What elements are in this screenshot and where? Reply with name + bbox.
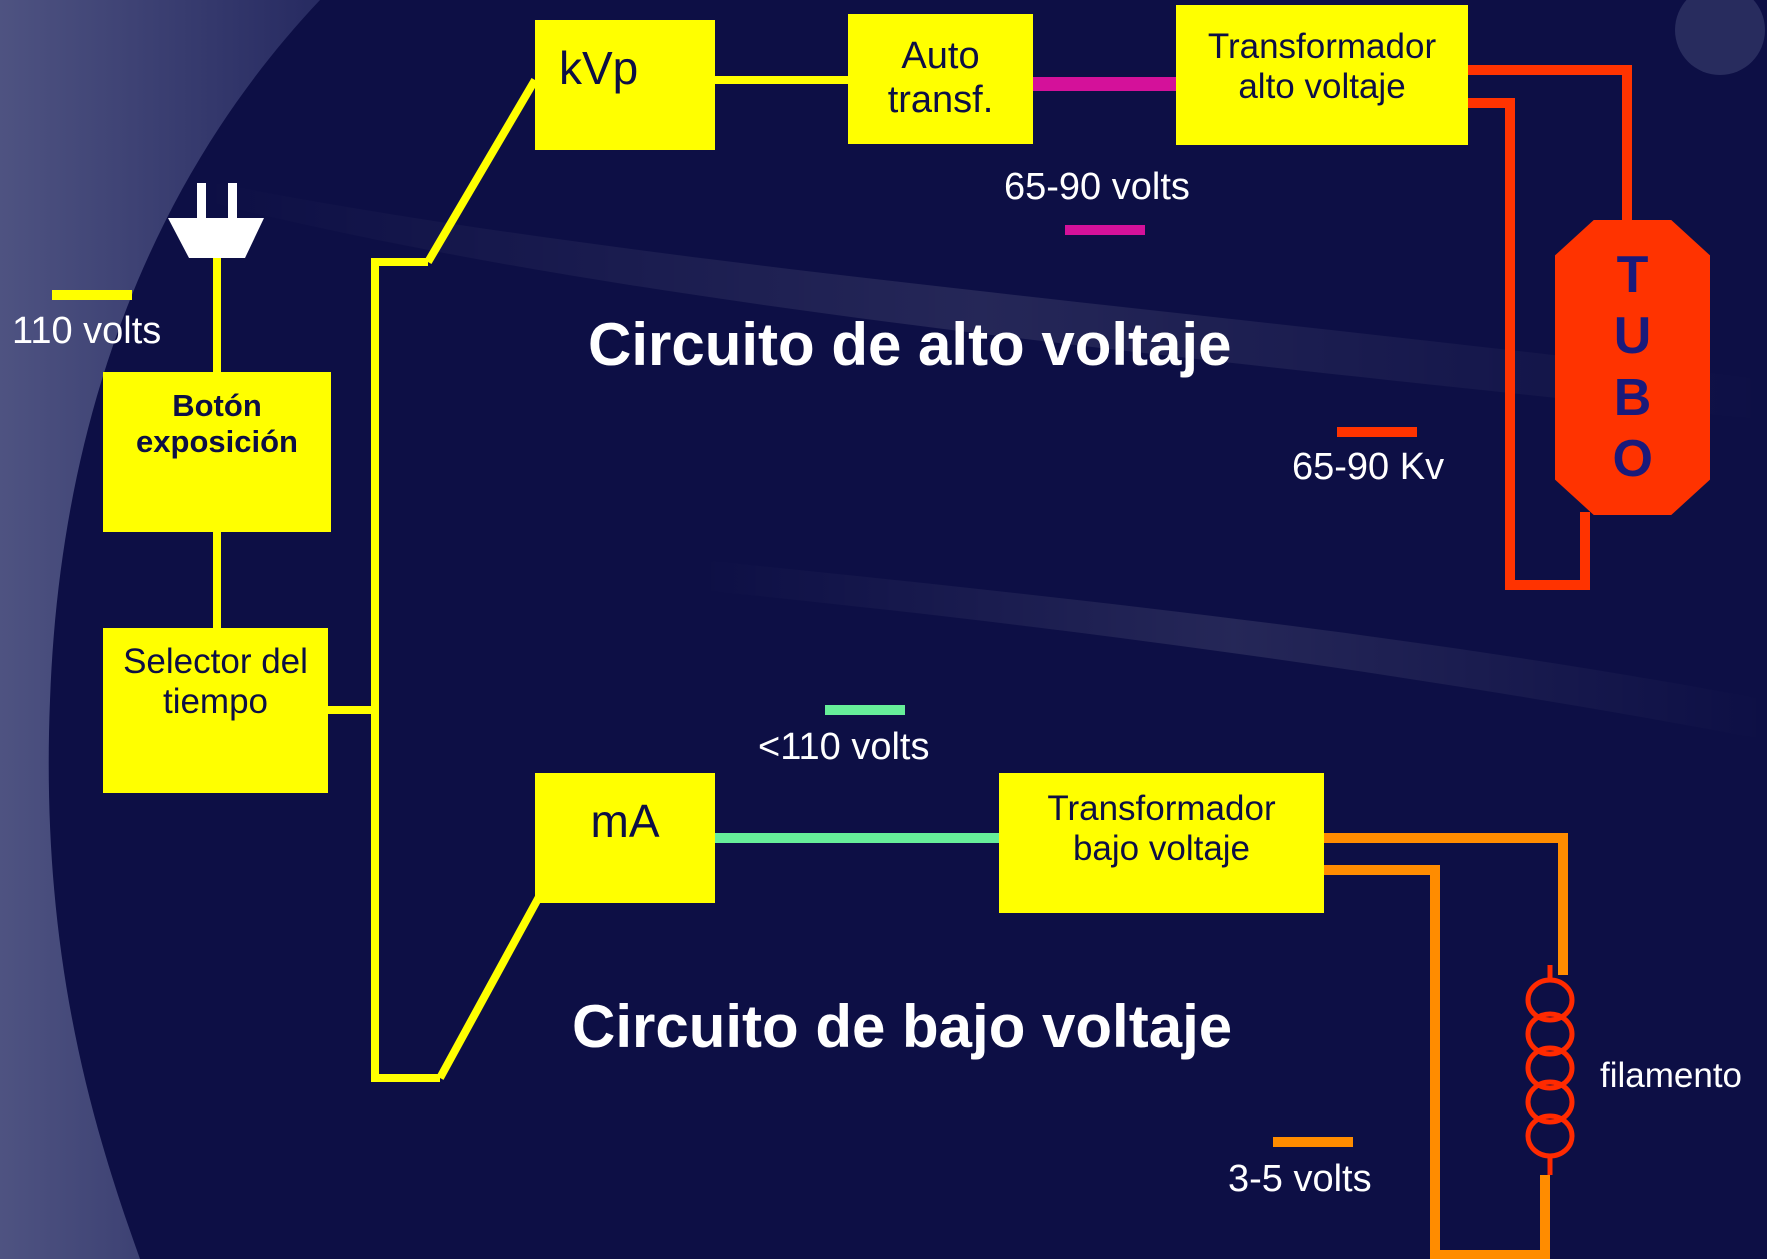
title-alto-voltaje: Circuito de alto voltaje <box>588 311 1232 378</box>
kvp-box: kVp <box>535 20 715 150</box>
wire-filament-top <box>1322 833 1568 975</box>
label-filamento: filamento <box>1600 1056 1743 1095</box>
wire-filament-bottom <box>1322 865 1550 1259</box>
selector-tiempo-label: Selector del tiempo <box>123 642 308 722</box>
wire-main-bus <box>371 258 440 1082</box>
label-3-5-volts: 3-5 volts <box>1228 1158 1372 1200</box>
auto-transf-label: Auto transf. <box>887 35 994 121</box>
wire-bus-to-ma <box>436 893 544 1080</box>
boton-exposicion-box: Botón exposición <box>103 372 331 532</box>
ma-box: mA <box>535 773 715 903</box>
label-lt-110-volts: <110 volts <box>758 726 930 768</box>
title-bajo-voltaje: Circuito de bajo voltaje <box>572 993 1233 1060</box>
kvp-label: kVp <box>559 42 639 94</box>
transformador-bajo-box: Transformador bajo voltaje <box>999 773 1324 913</box>
transformador-bajo-label: Transformador bajo voltaje <box>1047 789 1276 869</box>
watermark-seal-icon <box>1675 0 1765 75</box>
wire-hv-loop <box>1465 98 1590 590</box>
auto-transf-box: Auto transf. <box>848 14 1033 144</box>
selector-tiempo-box: Selector del tiempo <box>103 628 328 793</box>
label-110-volts: 110 volts <box>12 310 162 352</box>
power-plug-icon <box>168 183 264 258</box>
tube-label: TUBO <box>1612 245 1653 488</box>
filament-coil-icon <box>1525 965 1575 1175</box>
ma-label: mA <box>590 795 660 847</box>
label-65-90-volts: 65-90 volts <box>1004 166 1190 208</box>
wire-bus-to-kvp <box>424 77 539 265</box>
transformador-alto-label: Transformador alto voltaje <box>1207 27 1437 107</box>
transformador-alto-box: Transformador alto voltaje <box>1176 5 1468 145</box>
boton-exposicion-label: Botón exposición <box>136 388 298 459</box>
x-ray-tube: TUBO <box>1555 220 1710 515</box>
wire-hv-top <box>1465 65 1632 222</box>
label-65-90-kv: 65-90 Kv <box>1292 446 1445 488</box>
